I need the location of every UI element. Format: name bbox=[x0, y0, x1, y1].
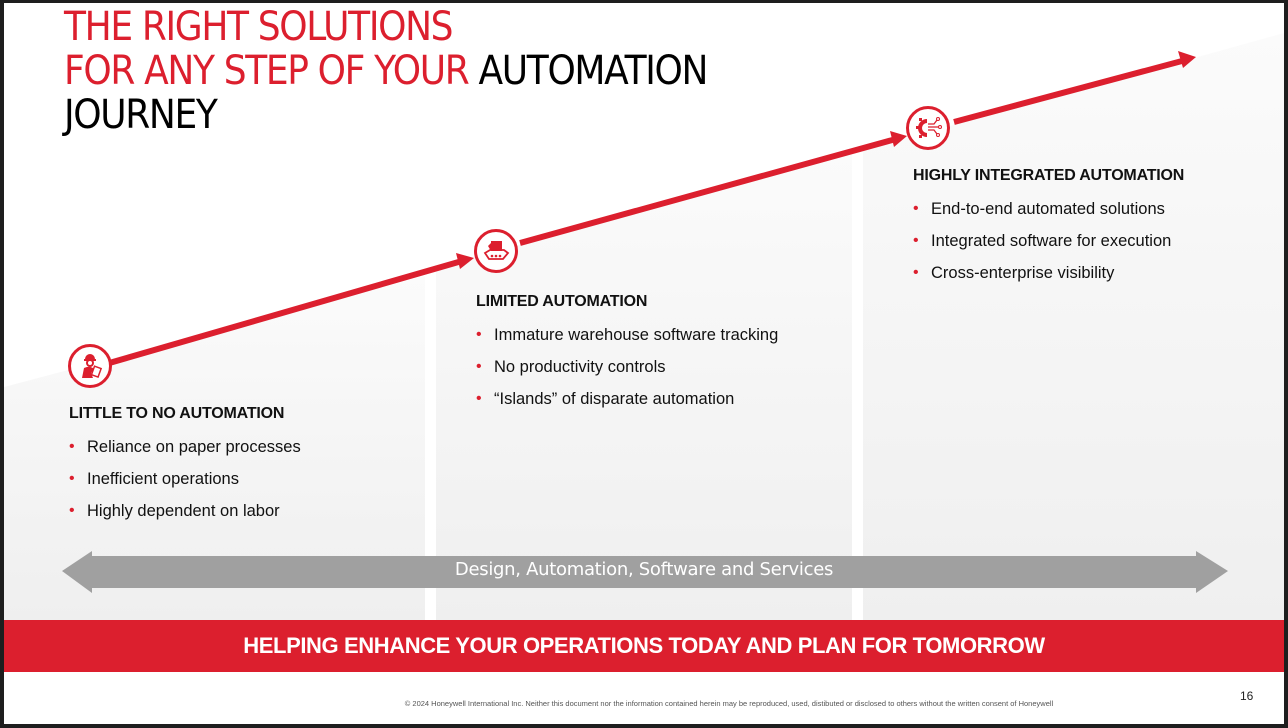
stage-heading: HIGHLY INTEGRATED AUTOMATION bbox=[913, 167, 1185, 184]
conveyor-box-icon bbox=[474, 229, 518, 273]
list-item: “Islands” of disparate automation bbox=[476, 383, 778, 415]
list-item: No productivity controls bbox=[476, 351, 778, 383]
stage-limited-automation: LIMITED AUTOMATION Immature warehouse so… bbox=[476, 293, 778, 415]
list-item: Immature warehouse software tracking bbox=[476, 319, 778, 351]
double-arrow-label: Design, Automation, Software and Service… bbox=[454, 559, 834, 580]
title-line-2-red: FOR ANY STEP OF YOUR bbox=[64, 48, 479, 94]
column-backgrounds bbox=[4, 33, 1284, 620]
list-item: Cross-enterprise visibility bbox=[913, 257, 1184, 289]
banner bbox=[4, 620, 1284, 672]
double-arrow bbox=[62, 551, 1228, 593]
stage-bullets: End-to-end automated solutions Integrate… bbox=[913, 193, 1184, 289]
worker-clipboard-icon bbox=[68, 344, 112, 388]
stage-bullets: Immature warehouse software tracking No … bbox=[476, 319, 778, 415]
title-line-3: JOURNEY bbox=[64, 92, 218, 138]
list-item: Reliance on paper processes bbox=[69, 431, 301, 463]
title-line-2-black: AUTOMATION bbox=[478, 48, 709, 94]
list-item: End-to-end automated solutions bbox=[913, 193, 1184, 225]
list-item: Integrated software for execution bbox=[913, 225, 1184, 257]
list-item: Highly dependent on labor bbox=[69, 495, 301, 527]
stage-bullets: Reliance on paper processes Inefficient … bbox=[69, 431, 301, 527]
stage-heading: LITTLE TO NO AUTOMATION bbox=[69, 405, 285, 422]
title-line-1: THE RIGHT SOLUTIONS bbox=[64, 4, 454, 50]
gear-circuit-icon bbox=[906, 106, 950, 150]
stage-heading: LIMITED AUTOMATION bbox=[476, 293, 648, 310]
slide: THE RIGHT SOLUTIONS FOR ANY STEP OF YOUR… bbox=[4, 3, 1284, 724]
list-item: Inefficient operations bbox=[69, 463, 301, 495]
stage-highly-integrated: HIGHLY INTEGRATED AUTOMATION End-to-end … bbox=[913, 167, 1184, 289]
copyright: © 2024 Honeywell International Inc. Neit… bbox=[404, 699, 1054, 708]
stage-little-automation: LITTLE TO NO AUTOMATION Reliance on pape… bbox=[69, 405, 301, 527]
page-number: 16 bbox=[1240, 689, 1254, 703]
page-title: THE RIGHT SOLUTIONS FOR ANY STEP OF YOUR… bbox=[64, 4, 709, 138]
banner-text: HELPING ENHANCE YOUR OPERATIONS TODAY AN… bbox=[243, 633, 1045, 658]
